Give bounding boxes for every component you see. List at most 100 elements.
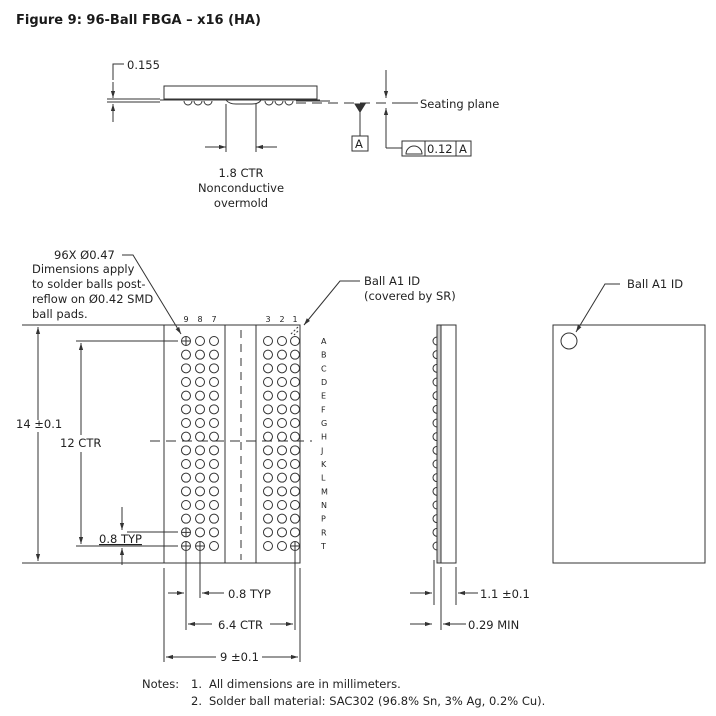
ball-G8 (195, 418, 205, 428)
ball-B7 (209, 349, 219, 360)
ball-P1 (290, 513, 300, 524)
ball-J7 (209, 445, 219, 456)
ball-grid (181, 336, 300, 551)
ball-K2 (277, 459, 287, 469)
row-label: A (321, 337, 327, 346)
vertical-pitch-label: 0.8 TYP (99, 532, 142, 546)
profile-ball (432, 500, 438, 510)
bottom-view (22, 280, 360, 662)
ball-L3 (263, 472, 273, 483)
row-label: K (321, 460, 327, 469)
note-1-text: All dimensions are in millimeters. (209, 677, 401, 691)
ball-N7 (209, 500, 219, 510)
dim-clearance-label: 0.155 (127, 58, 160, 72)
overmold-line2: overmold (214, 196, 268, 210)
ball-G3 (263, 418, 273, 428)
datum-a-label: A (355, 137, 363, 151)
ball-F8 (195, 404, 205, 415)
profile-of-surface-icon (405, 145, 423, 155)
ball-P3 (263, 513, 273, 524)
ball-T3 (263, 541, 273, 551)
row-label: J (320, 446, 323, 455)
row-label: R (321, 528, 327, 537)
ball-A2 (277, 336, 287, 346)
ball-width-ctr-label: 6.4 CTR (218, 618, 263, 632)
seating-plane-label: Seating plane (420, 97, 499, 111)
ball-P2 (277, 513, 287, 524)
ball-E1 (290, 390, 300, 401)
datum-triangle (354, 103, 366, 113)
package-width-label: 9 ±0.1 (220, 650, 259, 664)
ball-R3 (263, 527, 273, 538)
ball-D9 (181, 377, 191, 387)
profile-ball (432, 350, 438, 360)
profile-ball (432, 473, 438, 483)
ball-D2 (277, 377, 287, 387)
ball-C2 (277, 363, 287, 374)
row-label: B (321, 351, 327, 360)
ball-T2 (277, 541, 287, 551)
ball-P7 (209, 513, 219, 524)
ball-count-dia: 96X Ø0.47 (54, 248, 115, 262)
ball-note-line1: Dimensions apply (32, 262, 135, 276)
ball-J2 (277, 445, 287, 456)
ball-B8 (195, 349, 205, 360)
row-label: C (321, 364, 327, 373)
ball-D1 (290, 377, 300, 387)
ball-B1 (290, 349, 300, 360)
ball-A7 (209, 336, 219, 346)
ball-M3 (263, 486, 273, 497)
ball-H8 (195, 431, 205, 442)
ball-a1-label-line2: (covered by SR) (364, 289, 456, 303)
ball-E7 (209, 390, 219, 401)
ball-R1 (290, 527, 300, 538)
ball-N1 (290, 500, 300, 510)
ball-L1 (290, 472, 300, 483)
feature-control-frame (401, 140, 472, 157)
ball-P9 (181, 513, 191, 524)
row-label: E (321, 392, 326, 401)
ball-F2 (277, 404, 287, 415)
ball-F9 (181, 404, 191, 415)
ball-H2 (277, 431, 287, 442)
ball-note-line4: ball pads. (32, 307, 88, 321)
profile-ball (432, 541, 438, 551)
ball-J9 (181, 445, 191, 456)
profile-ball (432, 432, 438, 442)
ball-K3 (263, 459, 273, 469)
ball-A8 (195, 336, 205, 346)
ball-a1-label-line1: Ball A1 ID (364, 274, 420, 288)
profile-substrate (436, 324, 442, 564)
overmold-shape (225, 99, 262, 105)
ball-M8 (195, 486, 205, 497)
figure-title: Figure 9: 96-Ball FBGA – x16 (HA) (16, 13, 261, 28)
ball-J8 (195, 445, 205, 456)
column-label: 9 (183, 315, 188, 324)
ball-a1-marker (560, 332, 578, 350)
ball-F3 (263, 404, 273, 415)
ball-L2 (277, 472, 287, 483)
ball-F1 (290, 404, 300, 415)
ball-G9 (181, 418, 191, 428)
ball-N8 (195, 500, 205, 510)
row-label: P (321, 515, 326, 524)
column-label: 2 (279, 315, 284, 324)
profile-balls (432, 336, 438, 551)
profile-ball (432, 404, 438, 414)
ball-T7 (209, 541, 219, 551)
profile-ball (432, 527, 438, 537)
top-ball-a1-leader (575, 283, 620, 333)
ball-height-ctr-label: 12 CTR (60, 436, 101, 450)
package-height-label: 14 ±0.1 (16, 417, 62, 431)
column-label: 1 (292, 315, 297, 324)
top-ball-a1-label: Ball A1 ID (627, 277, 683, 291)
profile-ball (432, 486, 438, 496)
profile-mold (440, 324, 457, 564)
ball-K8 (195, 459, 205, 469)
ball-C9 (181, 363, 191, 374)
ball-K7 (209, 459, 219, 469)
ball-C8 (195, 363, 205, 374)
ball-D8 (195, 377, 205, 387)
dim-0155-leader (112, 63, 124, 80)
